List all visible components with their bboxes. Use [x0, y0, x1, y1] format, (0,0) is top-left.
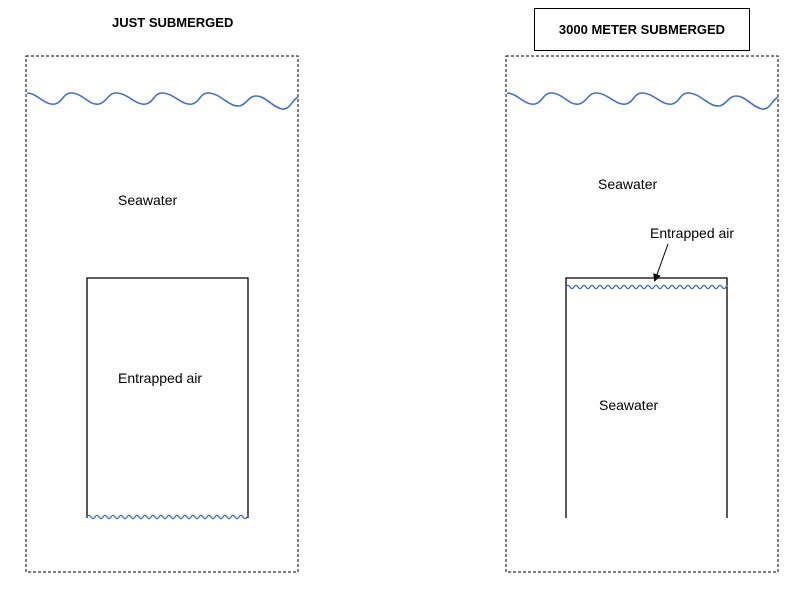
right-outer-seawater-label: Seawater	[598, 176, 658, 192]
right-sea-surface-wave	[506, 92, 779, 110]
left-outer-container	[25, 55, 299, 573]
left-inner-water-line	[86, 514, 249, 520]
left-panel-title: JUST SUBMERGED	[112, 15, 234, 30]
right-pointer-arrow	[653, 243, 669, 282]
right-inner-bell	[565, 277, 728, 518]
right-entrapped-air-pointer-label: Entrapped air	[650, 225, 735, 241]
left-entrapped-air-label: Entrapped air	[118, 370, 203, 386]
right-inner-seawater-label: Seawater	[599, 397, 659, 413]
left-outer-seawater-label: Seawater	[118, 192, 178, 208]
right-panel-title: 3000 METER SUBMERGED	[534, 8, 750, 51]
right-inner-water-line	[565, 284, 728, 290]
left-sea-surface-wave	[26, 92, 299, 110]
right-outer-container	[505, 55, 779, 573]
left-inner-bell	[86, 277, 249, 518]
